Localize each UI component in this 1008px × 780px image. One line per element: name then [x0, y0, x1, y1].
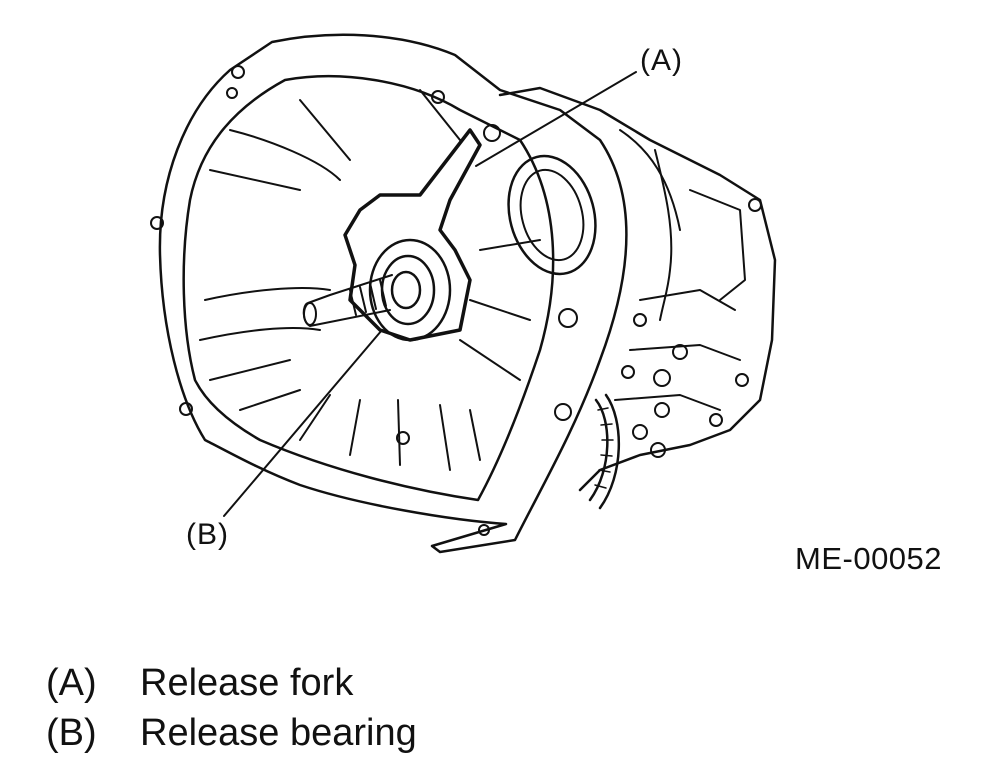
legend-item-b: (B) Release bearing — [46, 708, 417, 758]
input-shaft-bore-inner — [519, 168, 585, 262]
input-shaft — [302, 274, 393, 327]
figure-id: ME-00052 — [795, 541, 943, 576]
transmission-case — [498, 86, 777, 492]
transmission-drawing — [150, 33, 777, 554]
housing-ribs — [199, 89, 541, 471]
callout-label-a: (A) — [640, 44, 683, 77]
legend-text: Release bearing — [140, 712, 417, 754]
transmission-case-detail — [614, 129, 746, 411]
gear-teeth — [594, 407, 614, 489]
leader-line-b — [223, 329, 383, 517]
legend-key: (A) — [46, 662, 97, 704]
callout-label-b: (B) — [186, 518, 229, 551]
breather-hose — [654, 149, 673, 321]
legend-item-a: (A) Release fork — [46, 658, 417, 708]
flange-bolt-holes — [150, 65, 578, 536]
leader-line-a — [475, 71, 637, 167]
ring-gear-segment — [588, 393, 620, 510]
input-shaft-bore — [507, 154, 597, 276]
bell-housing-inner-rim — [182, 75, 555, 502]
release-fork — [343, 128, 482, 342]
bell-housing-flange — [158, 33, 628, 554]
legend-key: (B) — [46, 712, 97, 754]
case-bolts — [621, 198, 762, 458]
legend-text: Release fork — [140, 662, 354, 704]
legend: (A) Release fork (B) Release bearing — [46, 658, 417, 758]
